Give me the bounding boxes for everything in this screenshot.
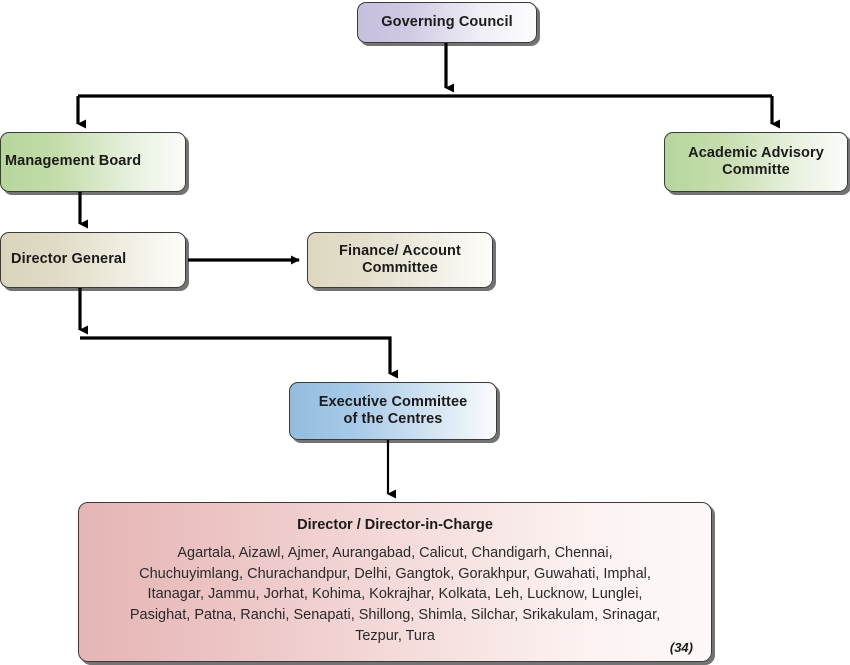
executive-committee-label: Executive Committee of the Centres <box>311 394 476 428</box>
academic-advisory-line-2: Committe <box>722 162 790 178</box>
executive-committee-line-2: of the Centres <box>343 411 443 427</box>
node-executive-committee-of-the-centres[interactable]: Executive Committee of the Centres <box>289 382 497 440</box>
directors-line: Itanagar, Jammu, Jorhat, Kohima, Kokrajh… <box>147 586 643 603</box>
directors-line: Tezpur, Tura <box>355 627 435 644</box>
directors-title: Director / Director-in-Charge <box>297 517 493 533</box>
academic-advisory-line-1: Academic Advisory <box>688 144 824 161</box>
node-director-in-charge[interactable]: Director / Director-in-Charge Agartala, … <box>78 502 712 662</box>
academic-advisory-label: Academic Advisory Committe <box>680 145 832 179</box>
directors-line: Agartala, Aizawl, Ajmer, Aurangabad, Cal… <box>177 545 613 561</box>
finance-committee-line-2: Committee <box>362 260 438 276</box>
finance-committee-label: Finance/ Account Committee <box>331 243 469 277</box>
management-board-label: Management Board <box>5 153 142 170</box>
edge-elbow-to-executive-committee <box>80 336 398 379</box>
node-academic-advisory-committee[interactable]: Academic Advisory Committe <box>664 132 848 192</box>
governing-council-label: Governing Council <box>381 13 513 30</box>
director-general-label: Director General <box>11 251 127 268</box>
finance-committee-line-1: Finance/ Account <box>339 242 461 259</box>
node-director-general[interactable]: Director General <box>0 232 186 288</box>
directors-line: Chuchuyimlang, Churachandpur, Delhi, Gan… <box>139 565 651 582</box>
executive-committee-line-1: Executive Committee <box>318 393 468 410</box>
directors-centre-list: Agartala, Aizawl, Ajmer, Aurangabad, Cal… <box>102 543 688 647</box>
directors-line: Pasighat, Patna, Ranchi, Senapati, Shill… <box>129 607 661 624</box>
directors-count-badge: (34) <box>669 640 693 655</box>
node-finance-account-committee[interactable]: Finance/ Account Committee <box>307 232 493 288</box>
node-governing-council[interactable]: Governing Council <box>357 2 537 43</box>
node-management-board[interactable]: Management Board <box>0 132 186 192</box>
